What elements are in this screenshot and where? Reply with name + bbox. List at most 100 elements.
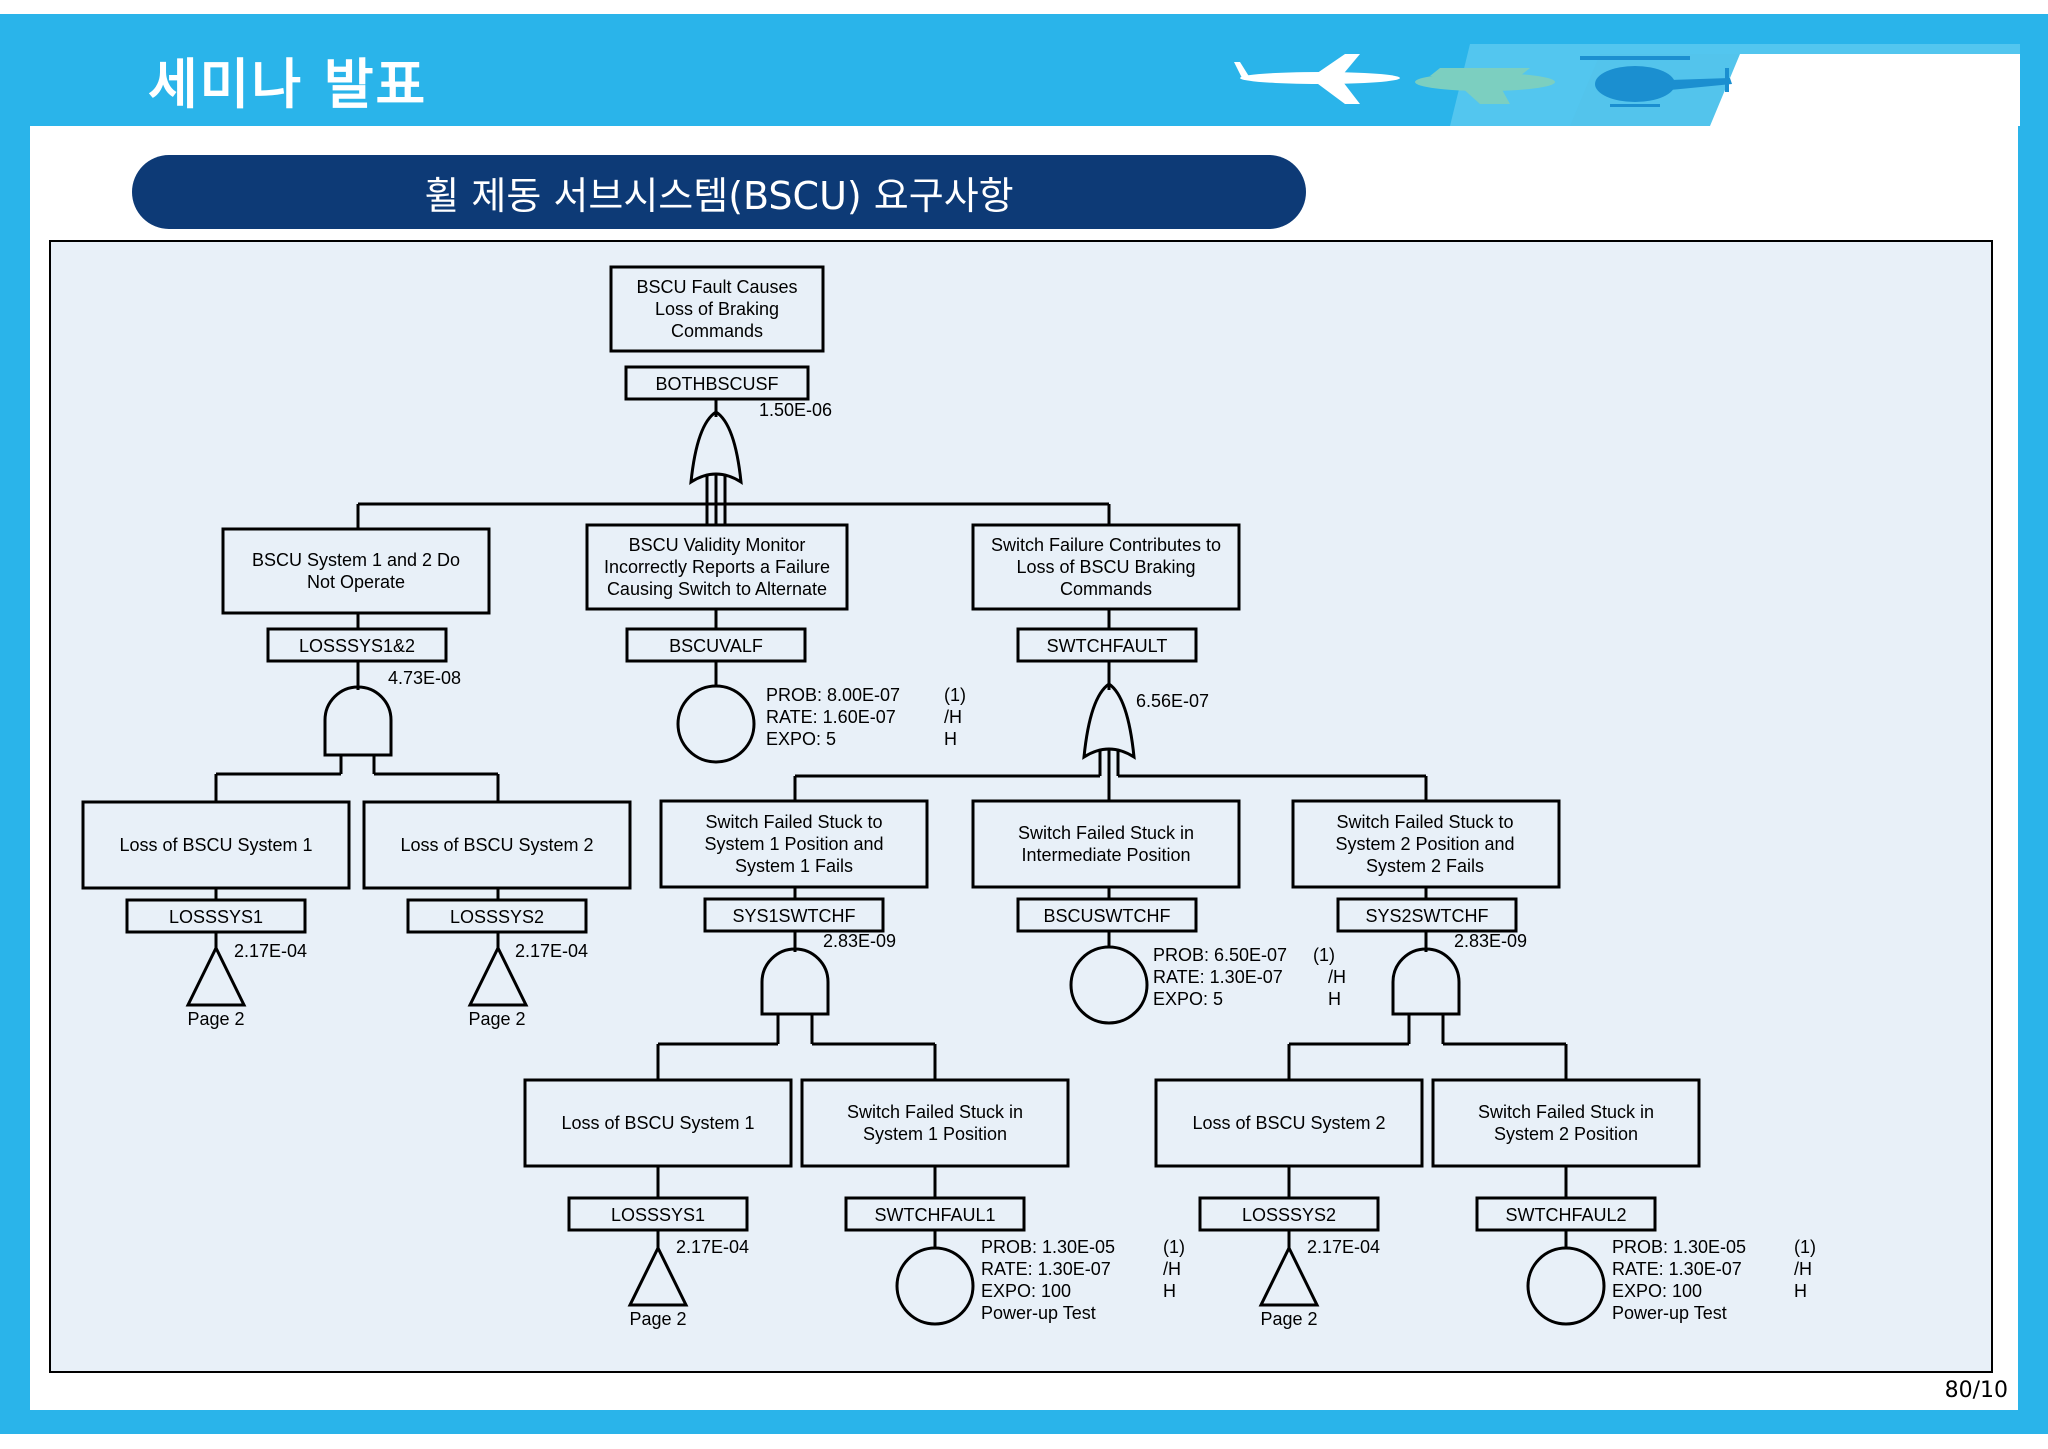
basic-rate-l3-4: RATE: 1.30E-07	[1612, 1259, 1742, 1279]
event-id-l2-5: SYS2SWTCHF	[1365, 906, 1488, 926]
event-label-l2-1: Loss of BSCU System 1	[119, 835, 312, 855]
or-gate-top	[689, 410, 743, 485]
event-value-l2-5: 2.83E-09	[1454, 931, 1527, 951]
event-box-l1-3	[971, 523, 1241, 611]
event-value-l2-2: 2.17E-04	[515, 941, 588, 961]
event-label-l2-2: Loss of BSCU System 2	[400, 835, 593, 855]
event-value-l3-3: 2.17E-04	[1307, 1237, 1380, 1257]
event-value-l1-3: 6.56E-07	[1136, 691, 1209, 711]
basic-col-l1-3: H	[944, 729, 957, 749]
basic-rate-l2: RATE: 1.30E-07	[1153, 967, 1283, 987]
event-box-l3-2	[800, 1078, 1070, 1168]
event-id-l3-4: SWTCHFAUL2	[1505, 1205, 1626, 1225]
basic-note-l3-4: Power-up Test	[1612, 1303, 1727, 1323]
event-id-l2-3: SYS1SWTCHF	[732, 906, 855, 926]
event-label-l1-2: BSCU Validity Monitor	[629, 535, 806, 555]
transfer-label-l3-3: Page 2	[1260, 1309, 1317, 1329]
transfer-label-l3-1: Page 2	[629, 1309, 686, 1329]
basic-col-l3-2-1: (1)	[1163, 1237, 1185, 1257]
event-label-l1-2: Incorrectly Reports a Failure	[604, 557, 830, 577]
basic-event-l1	[676, 684, 756, 764]
event-label-l3-1: Loss of BSCU System 1	[561, 1113, 754, 1133]
airliner-icon	[1234, 54, 1400, 104]
basic-col-l3-4-3: H	[1794, 1281, 1807, 1301]
basic-rate-l1: RATE: 1.60E-07	[766, 707, 896, 727]
basic-col-l2-2: /H	[1328, 967, 1346, 987]
event-label-l1-3: Loss of BSCU Braking	[1016, 557, 1195, 577]
event-label-l1-1: BSCU System 1 and 2 Do	[252, 550, 460, 570]
event-label-top: BSCU Fault Causes	[636, 277, 797, 297]
basic-prob-l3-2: PROB: 1.30E-05	[981, 1237, 1115, 1257]
event-label-l2-4: Intermediate Position	[1021, 845, 1190, 865]
event-id-l1-3: SWTCHFAULT	[1047, 636, 1168, 656]
basic-expo-l3-2: EXPO: 100	[981, 1281, 1071, 1301]
basic-col-l3-2-3: H	[1163, 1281, 1176, 1301]
transfer-label-l2-2: Page 2	[468, 1009, 525, 1029]
id-box-l1-3	[1016, 627, 1198, 663]
section-banner: 휠 제동 서브시스템(BSCU) 요구사항	[132, 155, 1306, 229]
event-box-l3-4	[1431, 1078, 1701, 1168]
basic-prob-l2: PROB: 6.50E-07	[1153, 945, 1287, 965]
event-box-top	[609, 265, 825, 353]
event-label-l2-5: Switch Failed Stuck to	[1336, 812, 1513, 832]
transfer-label-l2-1: Page 2	[187, 1009, 244, 1029]
frame-bottom	[0, 1410, 2048, 1434]
transfer-triangle-l2-1	[185, 944, 247, 1007]
basic-event-l3-2	[895, 1246, 975, 1326]
helicopter-icon	[1580, 56, 1732, 107]
basic-prob-l1: PROB: 8.00E-07	[766, 685, 900, 705]
and-gate-l1	[323, 685, 393, 757]
event-label-l3-2: Switch Failed Stuck in	[847, 1102, 1023, 1122]
basic-expo-l2: EXPO: 5	[1153, 989, 1223, 1009]
aircraft-decoration	[1220, 14, 2020, 126]
event-label-l3-4: Switch Failed Stuck in	[1478, 1102, 1654, 1122]
event-label-l3-4: System 2 Position	[1494, 1124, 1638, 1144]
event-box-l2-4	[971, 799, 1241, 889]
event-label-l3-3: Loss of BSCU System 2	[1192, 1113, 1385, 1133]
event-box-l1-1	[221, 527, 491, 615]
event-id-l3-1: LOSSSYS1	[611, 1205, 705, 1225]
event-label-l2-3: Switch Failed Stuck to	[705, 812, 882, 832]
basic-col-l3-4-1: (1)	[1794, 1237, 1816, 1257]
frame-right	[2018, 14, 2048, 1434]
basic-col-l1-2: /H	[944, 707, 962, 727]
and-gate-l2-3	[760, 947, 830, 1016]
page-number: 80/10	[1944, 1378, 2008, 1403]
event-value-l3-1: 2.17E-04	[676, 1237, 749, 1257]
event-label-l1-3: Commands	[1060, 579, 1152, 599]
event-id-top: BOTHBSCUSF	[655, 374, 778, 394]
basic-event-l3-4	[1526, 1246, 1606, 1326]
cargo-plane-icon	[1415, 68, 1555, 104]
event-label-l1-1: Not Operate	[307, 572, 405, 592]
event-id-l2-2: LOSSSYS2	[450, 907, 544, 927]
event-label-l1-3: Switch Failure Contributes to	[991, 535, 1221, 555]
event-label-l2-4: Switch Failed Stuck in	[1018, 823, 1194, 843]
event-value-l2-3: 2.83E-09	[823, 931, 896, 951]
basic-col-l3-4-2: /H	[1794, 1259, 1812, 1279]
event-value-l2-1: 2.17E-04	[234, 941, 307, 961]
event-label-top: Loss of Braking	[655, 299, 779, 319]
event-label-l1-2: Causing Switch to Alternate	[607, 579, 827, 599]
basic-rate-l3-2: RATE: 1.30E-07	[981, 1259, 1111, 1279]
basic-event-l2-4	[1069, 945, 1149, 1025]
event-id-l2-4: BSCUSWTCHF	[1044, 906, 1171, 926]
event-id-l3-2: SWTCHFAUL1	[874, 1205, 995, 1225]
basic-prob-l3-4: PROB: 1.30E-05	[1612, 1237, 1746, 1257]
event-label-l2-5: System 2 Fails	[1366, 856, 1484, 876]
basic-col-l3-2-2: /H	[1163, 1259, 1181, 1279]
event-id-l2-1: LOSSSYS1	[169, 907, 263, 927]
id-box-l2-4	[1016, 897, 1198, 933]
transfer-triangle-l3-3	[1258, 1244, 1320, 1307]
event-label-l2-5: System 2 Position and	[1335, 834, 1514, 854]
basic-col-l1-1: (1)	[944, 685, 966, 705]
event-label-top: Commands	[671, 321, 763, 341]
frame-left	[0, 14, 30, 1434]
transfer-triangle-l3-1	[627, 1244, 689, 1307]
event-value-top: 1.50E-06	[759, 400, 832, 420]
or-gate-l1	[1082, 682, 1136, 760]
transfer-triangle-l2-2	[467, 944, 529, 1007]
basic-col-l2-3: H	[1328, 989, 1341, 1009]
basic-expo-l3-4: EXPO: 100	[1612, 1281, 1702, 1301]
